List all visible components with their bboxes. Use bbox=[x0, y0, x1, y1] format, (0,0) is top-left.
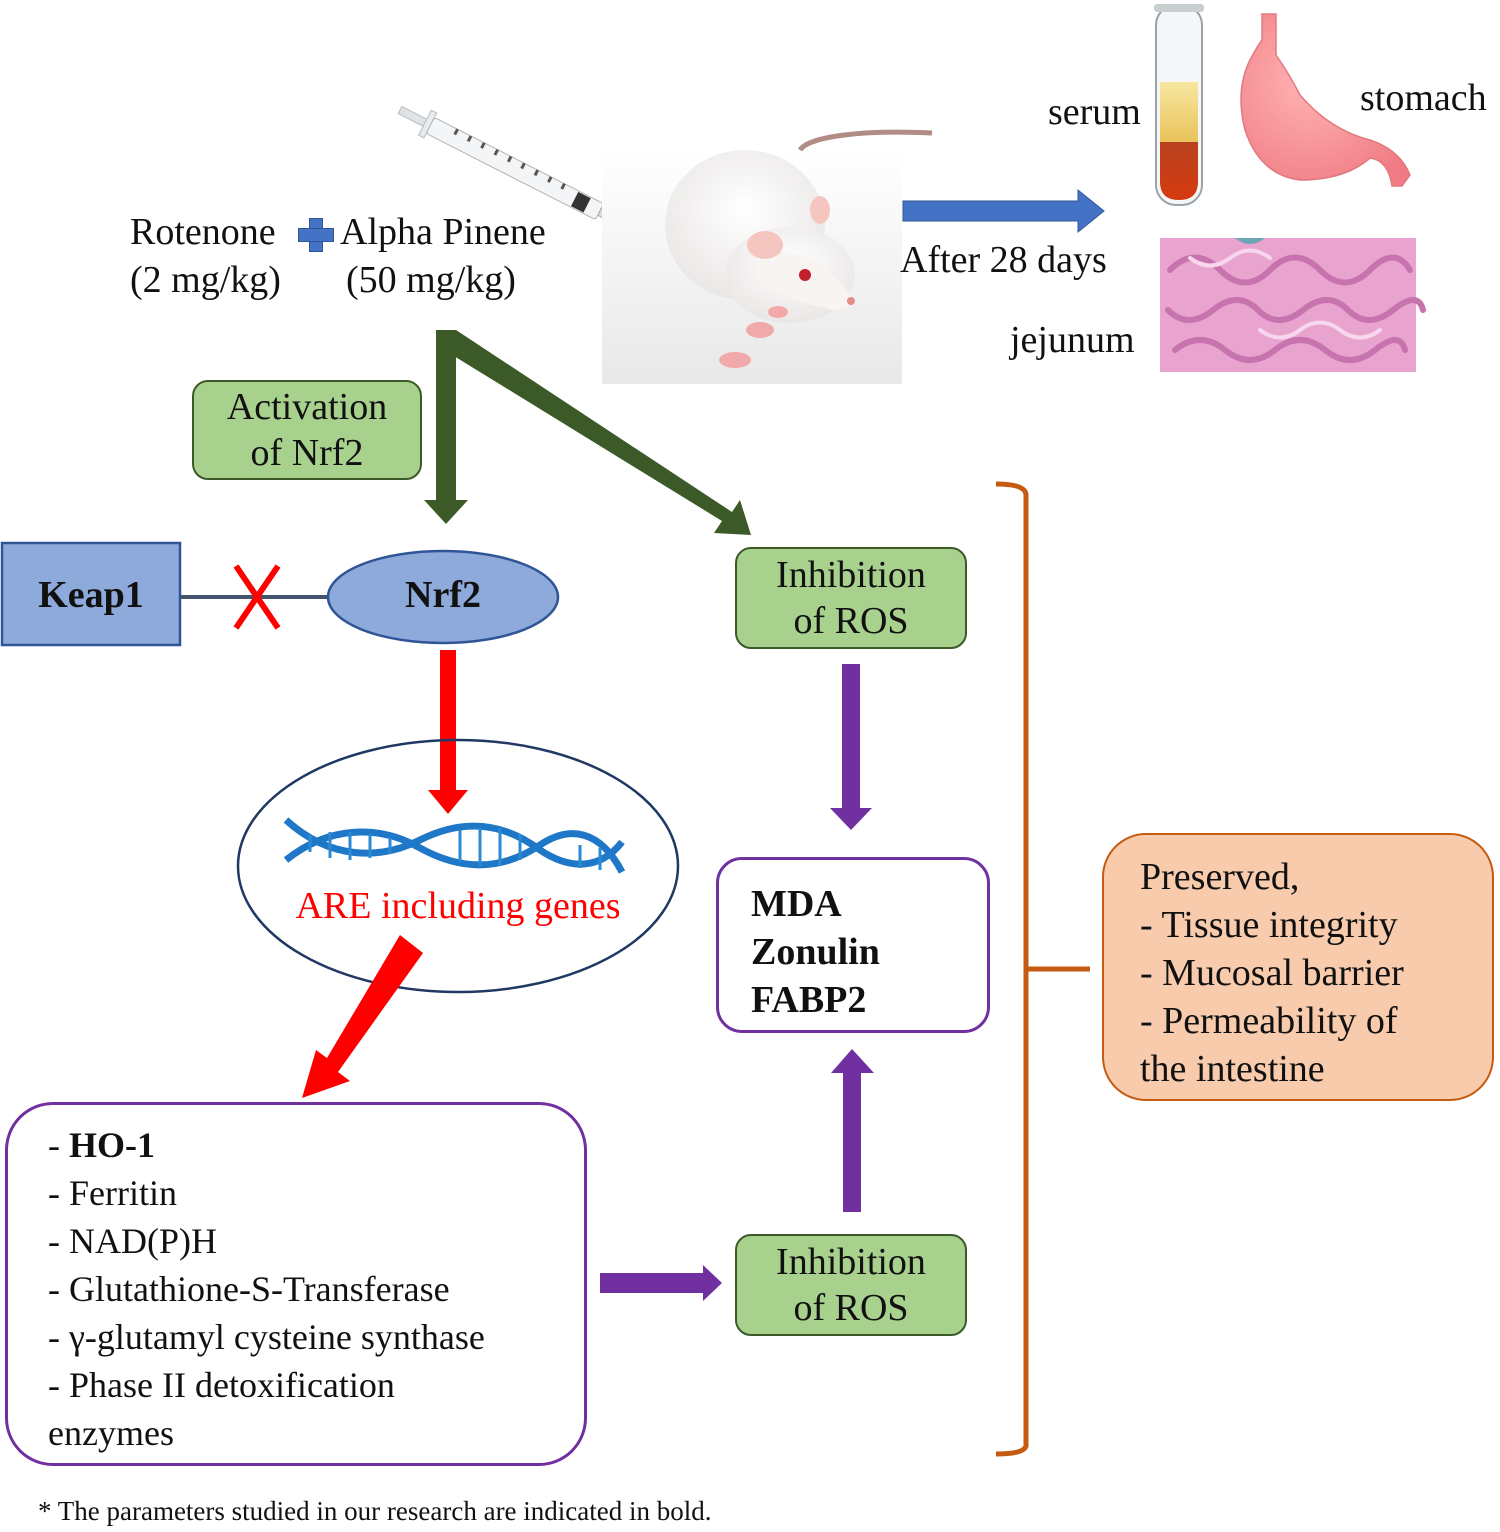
drug1-dose: (2 mg/kg) bbox=[130, 259, 281, 301]
blood-tube-icon bbox=[1154, 4, 1204, 206]
blocked-x-icon bbox=[233, 564, 281, 630]
serum-label: serum bbox=[1048, 91, 1141, 133]
gene-item: - HO-1 bbox=[48, 1121, 485, 1169]
bullet: - bbox=[48, 1365, 69, 1405]
bullet: - bbox=[48, 1221, 69, 1261]
orange-bracket bbox=[995, 481, 1029, 1457]
gene-name: Glutathione-S-Transferase bbox=[69, 1269, 450, 1309]
purple-arrow-up bbox=[831, 1049, 874, 1212]
gene-item: - γ-glutamyl cysteine synthase bbox=[48, 1313, 485, 1361]
gene-name: HO-1 bbox=[69, 1125, 155, 1165]
dna-icon bbox=[283, 817, 626, 874]
bullet: - bbox=[48, 1317, 69, 1357]
gene-item: - Phase II detoxification bbox=[48, 1361, 485, 1409]
stomach-label: stomach bbox=[1360, 77, 1487, 119]
drug2-name: Alpha Pinene bbox=[340, 211, 546, 253]
drug2-dose: (50 mg/kg) bbox=[346, 259, 516, 301]
activation-line-1: Activation bbox=[226, 386, 388, 428]
outcome-item: - Permeability of bbox=[1140, 1000, 1398, 1042]
inhibition-top-line-1: Inhibition bbox=[776, 554, 926, 596]
inhibition-bottom-line-1: Inhibition bbox=[776, 1241, 926, 1283]
marker-zonulin: Zonulin bbox=[751, 931, 880, 973]
drug1-name: Rotenone bbox=[130, 211, 276, 253]
arrow-to-ros bbox=[436, 330, 751, 535]
nrf2-ellipse bbox=[326, 549, 560, 645]
genes-list: - HO-1- Ferritin- NAD(P)H- Glutathione-S… bbox=[48, 1121, 485, 1457]
gene-name: Ferritin bbox=[69, 1173, 177, 1213]
purple-arrow-down bbox=[830, 664, 872, 830]
gene-name: Phase II detoxification bbox=[69, 1365, 395, 1405]
jejunum-image bbox=[1160, 238, 1426, 372]
gene-item: - Glutathione-S-Transferase bbox=[48, 1265, 485, 1313]
activation-nrf2-box: Activation of Nrf2 bbox=[192, 380, 422, 480]
activation-line-2: of Nrf2 bbox=[250, 432, 364, 474]
marker-fabp2: FABP2 bbox=[751, 979, 867, 1021]
stomach-icon bbox=[1240, 13, 1411, 187]
marker-mda: MDA bbox=[751, 883, 842, 925]
are-ellipse bbox=[236, 738, 680, 994]
gene-name: γ-glutamyl cysteine synthase bbox=[69, 1317, 485, 1357]
footnote: * The parameters studied in our research… bbox=[38, 1496, 712, 1526]
red-arrow-down bbox=[428, 650, 468, 814]
bullet: - bbox=[48, 1125, 69, 1165]
markers-box: MDA Zonulin FABP2 bbox=[716, 857, 990, 1033]
syringe-icon bbox=[397, 105, 658, 242]
arrow-to-nrf2 bbox=[424, 330, 468, 524]
timeline-arrow-icon bbox=[902, 188, 1105, 234]
are-label: ARE including genes bbox=[295, 885, 621, 927]
gene-item: - NAD(P)H bbox=[48, 1217, 485, 1265]
gene-item: - Ferritin bbox=[48, 1169, 485, 1217]
nrf2-label: Nrf2 bbox=[405, 574, 481, 616]
outcome-item: - Tissue integrity bbox=[1140, 904, 1398, 946]
inhibition-bottom-line-2: of ROS bbox=[793, 1287, 909, 1329]
rat-image bbox=[602, 129, 933, 384]
bullet: - bbox=[48, 1173, 69, 1213]
bullet: - bbox=[48, 1269, 69, 1309]
inhibition-top-line-2: of ROS bbox=[793, 600, 909, 642]
plus-icon bbox=[298, 218, 334, 252]
timeline-label: After 28 days bbox=[900, 239, 1107, 281]
keap1-nrf2-link bbox=[180, 564, 330, 630]
gene-item-continuation: enzymes bbox=[48, 1413, 174, 1453]
outcome-item-continuation: the intestine bbox=[1140, 1048, 1325, 1090]
keap1-label: Keap1 bbox=[38, 574, 144, 616]
gene-name: NAD(P)H bbox=[69, 1221, 217, 1261]
inhibition-ros-bottom-box: Inhibition of ROS bbox=[735, 1234, 967, 1336]
green-arrows bbox=[424, 330, 751, 535]
outcome-item: - Mucosal barrier bbox=[1140, 952, 1404, 994]
red-arrow-diagonal bbox=[302, 935, 423, 1098]
purple-arrow-right bbox=[600, 1265, 722, 1301]
outcome-list: Preserved, - Tissue integrity - Mucosal b… bbox=[1140, 853, 1404, 1093]
outcome-title: Preserved, bbox=[1140, 856, 1300, 898]
outcome-box: Preserved, - Tissue integrity - Mucosal b… bbox=[1102, 833, 1494, 1101]
keap1-box bbox=[0, 541, 182, 647]
inhibition-ros-top-box: Inhibition of ROS bbox=[735, 547, 967, 649]
genes-box: - HO-1- Ferritin- NAD(P)H- Glutathione-S… bbox=[5, 1102, 587, 1466]
jejunum-label: jejunum bbox=[1010, 319, 1135, 361]
